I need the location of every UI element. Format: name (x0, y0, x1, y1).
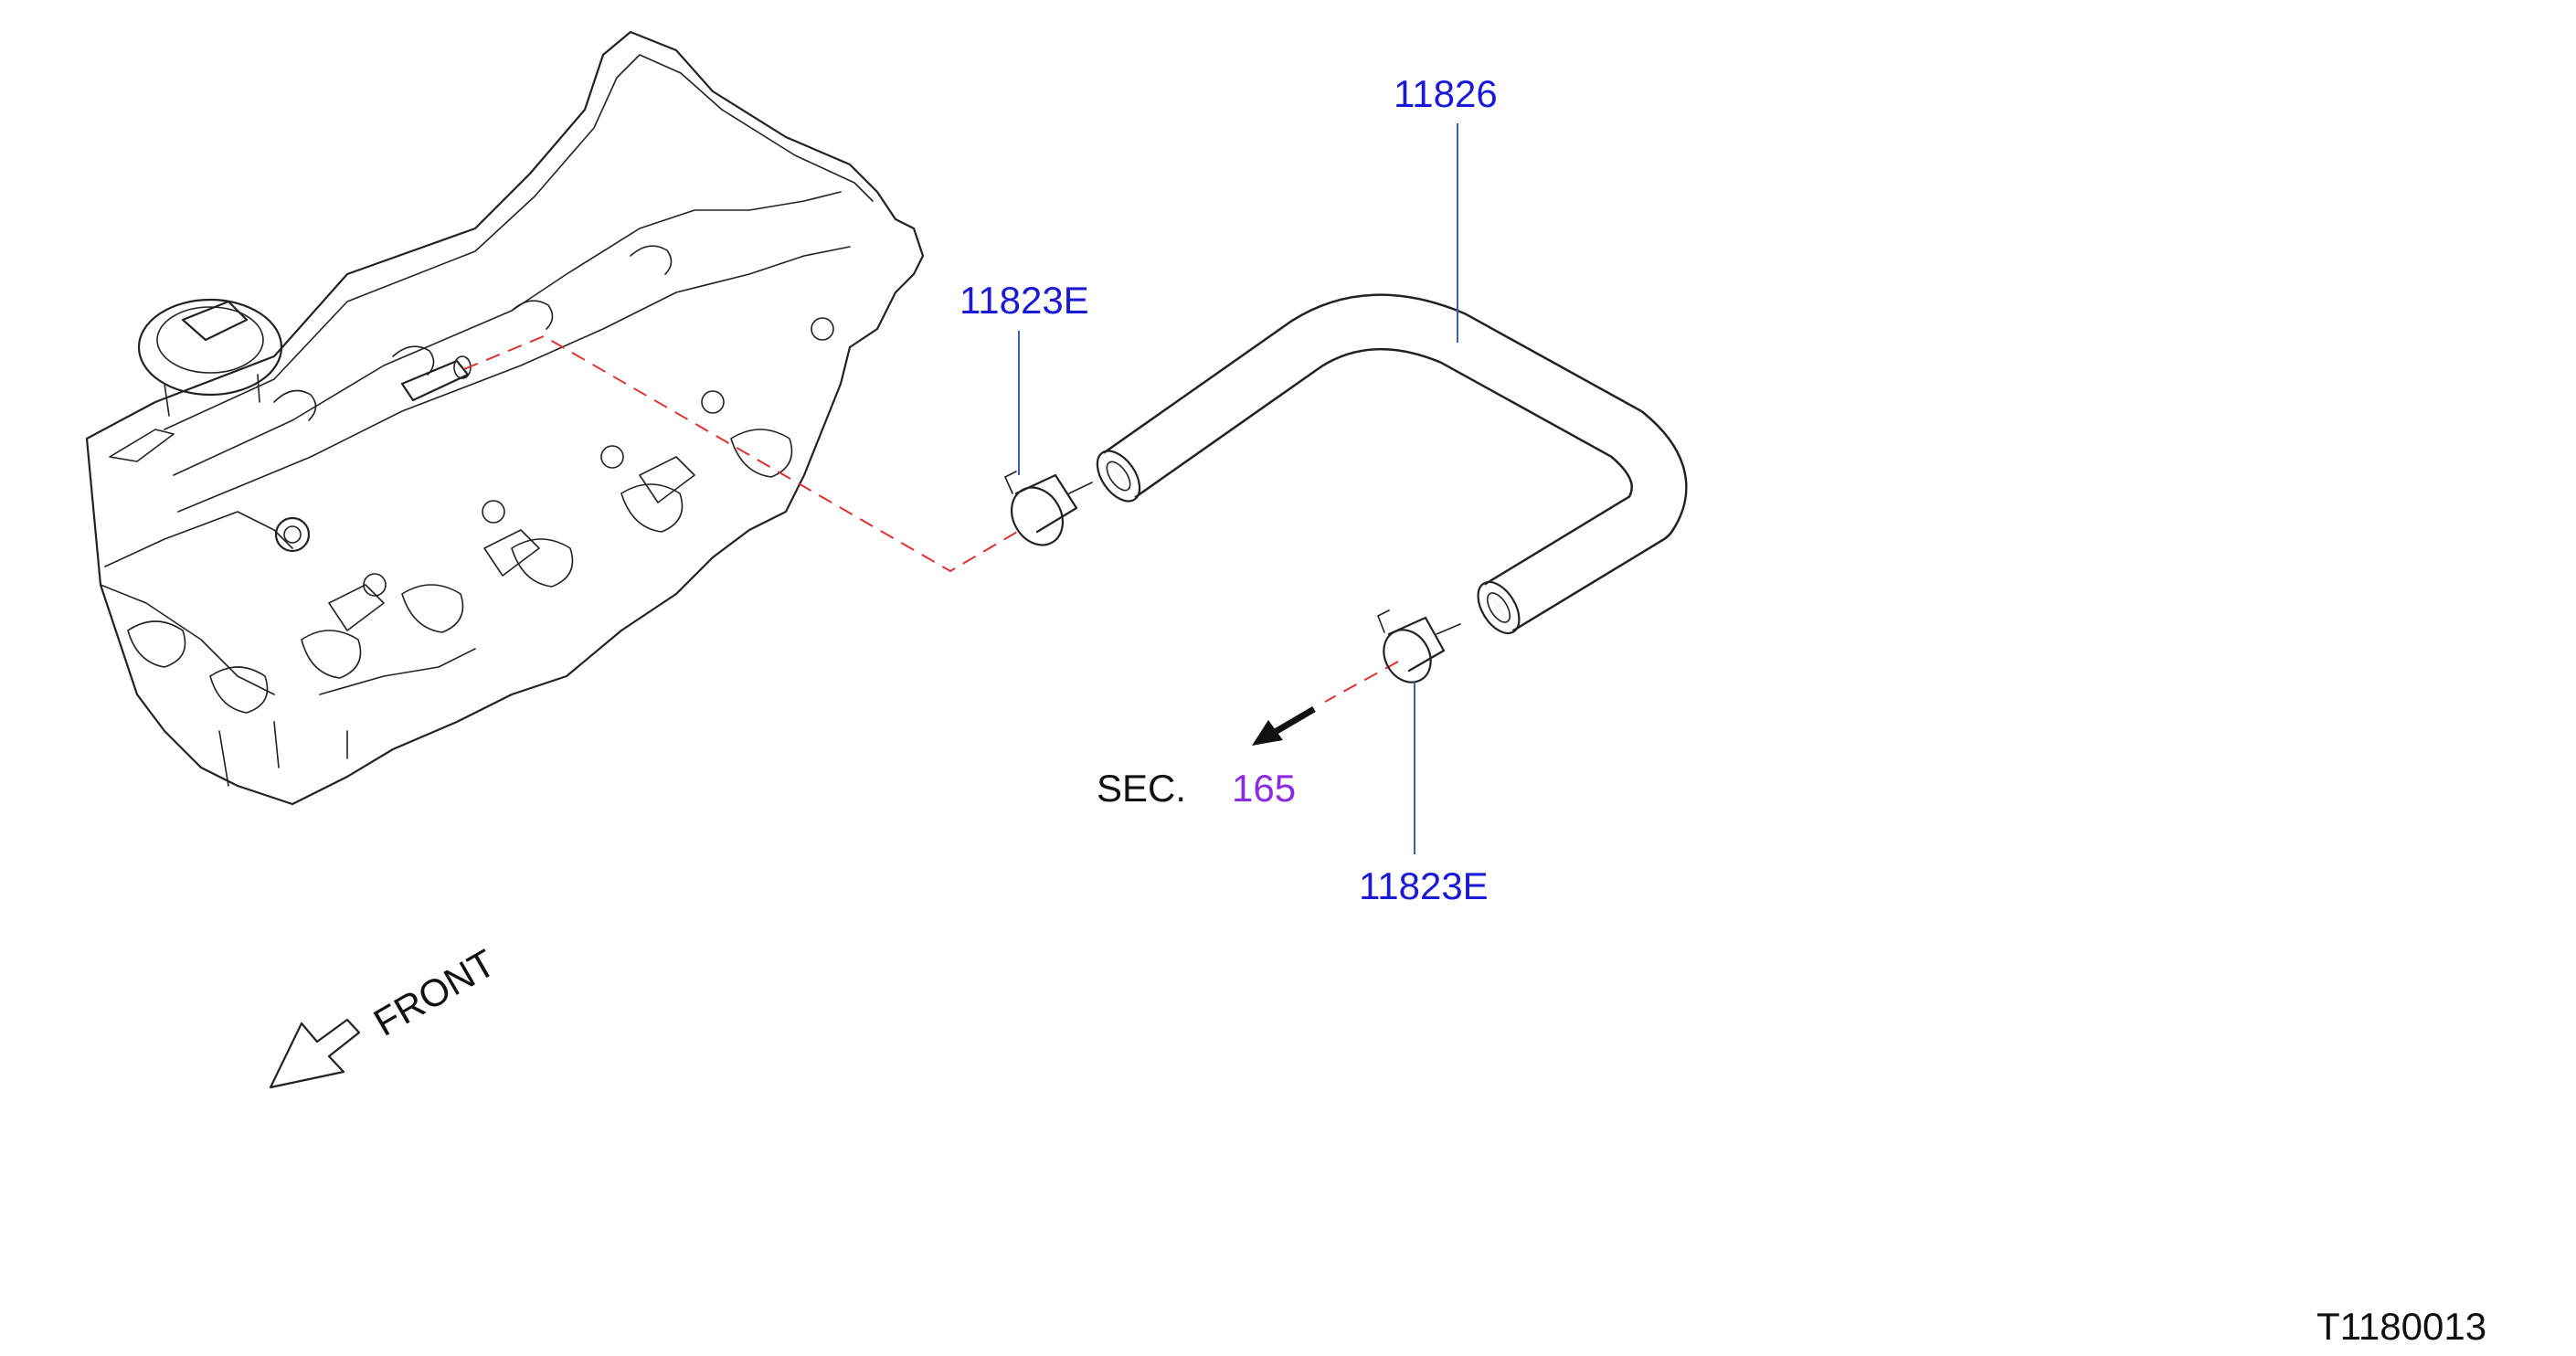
hose-clamp-lower[interactable] (1374, 609, 1461, 691)
front-label: FRONT (366, 941, 503, 1044)
section-direction-arrow (1252, 705, 1316, 746)
section-number-link[interactable]: 165 (1232, 767, 1296, 810)
callout-11823e-lower[interactable]: 11823E (1359, 864, 1489, 907)
front-arrow-icon (269, 1018, 361, 1089)
callout-11826[interactable]: 11826 (1394, 72, 1498, 115)
diagram-id: T1180013 (2316, 1305, 2486, 1348)
cylinder-head-illustration (85, 30, 925, 806)
callout-11823e-upper[interactable]: 11823E (959, 279, 1089, 322)
section-prefix: SEC. (1097, 767, 1186, 810)
hose-clamp-upper[interactable] (1002, 471, 1093, 555)
flow-line-lower (1324, 661, 1399, 703)
oil-filler-cap (137, 298, 283, 417)
pcv-outlet-nipple (400, 355, 472, 402)
flow-line-upper (463, 334, 1024, 573)
pcv-hose[interactable] (1088, 293, 1688, 640)
